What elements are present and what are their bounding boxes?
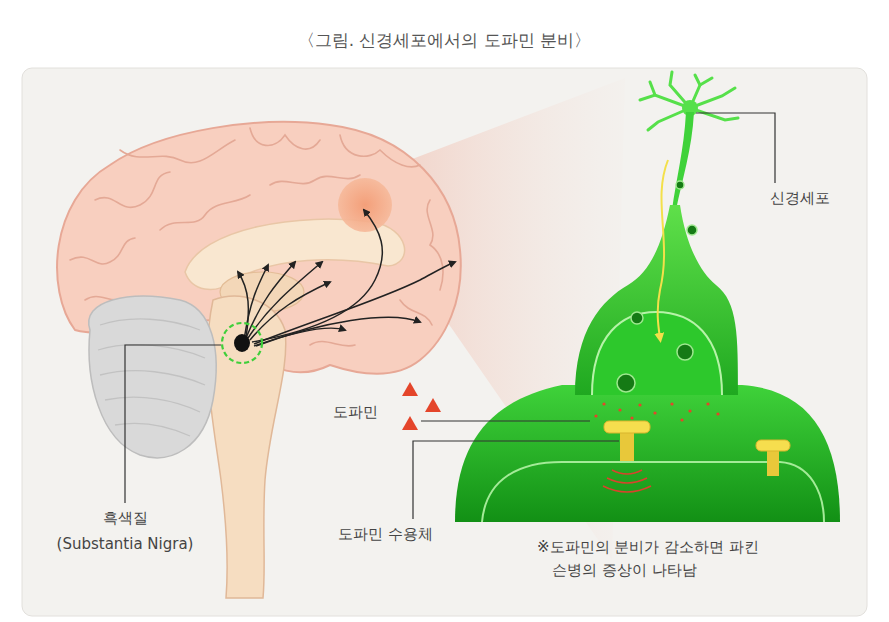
leader-line xyxy=(125,345,221,503)
target-area xyxy=(338,178,392,232)
gyrus xyxy=(270,175,360,185)
dopamine-triangle xyxy=(402,416,418,430)
nigra-ring xyxy=(222,323,262,363)
receptor-cap xyxy=(604,421,650,433)
pathway-arrow xyxy=(252,210,382,342)
gyrus xyxy=(427,200,443,290)
ripple xyxy=(612,470,642,474)
panel xyxy=(22,68,867,616)
cerebellum xyxy=(89,296,216,458)
presynaptic-terminal xyxy=(575,205,738,395)
signal-arrow xyxy=(658,160,668,338)
signal-ripples xyxy=(603,470,651,492)
dopamine-dot xyxy=(638,403,641,406)
vesicle xyxy=(677,344,693,360)
dendrite xyxy=(700,78,712,85)
folium xyxy=(98,345,205,358)
pathway-arrow xyxy=(238,272,248,338)
gyrus xyxy=(250,128,320,149)
dopamine-dot xyxy=(688,409,691,412)
part-label: 도파민 xyxy=(333,402,378,424)
gyrus xyxy=(120,140,235,163)
dopamine-dot xyxy=(594,414,597,417)
receptor-stem xyxy=(620,431,634,461)
pathway-arrow xyxy=(254,328,345,346)
receptor xyxy=(756,440,790,476)
substantia-nigra xyxy=(234,334,250,352)
vesicle xyxy=(687,225,697,235)
dopamine-dot xyxy=(670,402,673,405)
brainstem xyxy=(207,296,285,598)
cerebellum-folia xyxy=(98,319,205,436)
released-dopamine xyxy=(594,402,719,421)
folium xyxy=(100,319,200,330)
axon xyxy=(672,112,694,210)
terminal-membrane xyxy=(592,312,722,395)
part-label: (Substantia Nigra) xyxy=(57,534,194,556)
note: ※도파민의 분비가 감소하면 파킨슨병의 증상이 나타남 xyxy=(537,536,767,583)
vesicle xyxy=(631,312,643,324)
gyrus xyxy=(310,341,355,346)
part-label: 흑색질 xyxy=(103,508,148,530)
pathway-arrow xyxy=(254,262,455,344)
diagram-title: 〈그림. 신경세포에서의 도파민 분비〉 xyxy=(0,28,889,53)
dopamine-dot xyxy=(602,402,605,405)
dopamine-dot xyxy=(630,416,633,419)
ripple xyxy=(607,478,647,483)
pathway-arrow xyxy=(250,282,330,340)
dopamine-triangle xyxy=(402,382,418,396)
gyrus xyxy=(340,135,420,167)
vesicle xyxy=(617,374,635,392)
dopamine-dot xyxy=(706,402,709,405)
dopamine-dot xyxy=(680,418,683,421)
vesicle xyxy=(676,181,684,189)
leader-lines xyxy=(125,113,775,519)
dendrite xyxy=(650,82,655,95)
leader-line xyxy=(696,113,775,183)
pathway-arrow xyxy=(256,317,420,346)
dopamine-symbols xyxy=(402,382,441,430)
ripple xyxy=(603,486,651,492)
pathways xyxy=(238,210,455,346)
gyrus xyxy=(160,195,250,230)
folium xyxy=(100,371,205,385)
receptor-stem xyxy=(767,449,779,476)
folium xyxy=(115,423,190,436)
part-label: 도파민 수용체 xyxy=(338,524,433,546)
gyrus xyxy=(95,172,170,207)
vesicles xyxy=(617,181,697,392)
dopamine-triangle xyxy=(425,398,441,412)
gyrus xyxy=(70,238,135,264)
dopamine-dot xyxy=(618,408,621,411)
part-label: 신경세포 xyxy=(770,188,830,210)
dopamine-dot xyxy=(653,411,656,414)
folium xyxy=(105,397,200,412)
leader-line xyxy=(421,420,590,421)
dopamine-dot xyxy=(716,412,719,415)
receptor-cap xyxy=(756,440,790,451)
postsynaptic-neuron xyxy=(455,385,840,522)
leader-line xyxy=(413,441,619,519)
